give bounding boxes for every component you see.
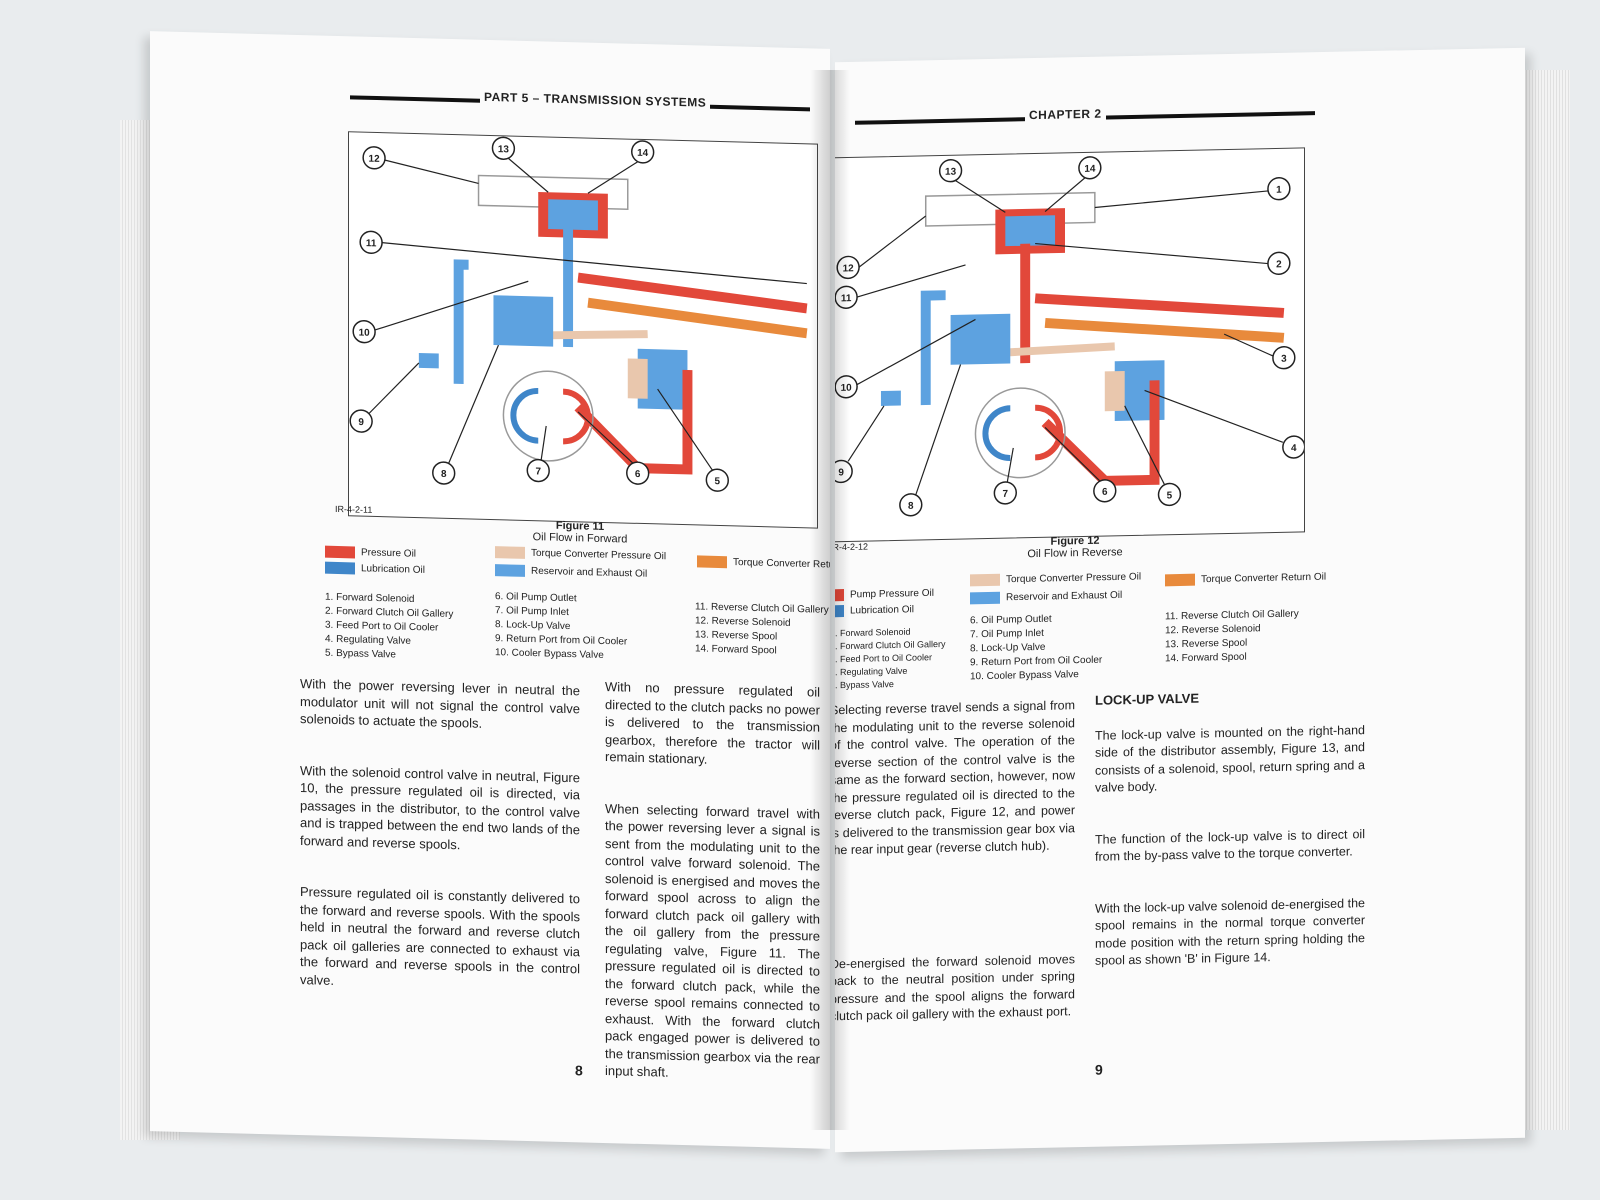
svg-text:4: 4: [1291, 443, 1297, 454]
paragraph: De-energised the forward solenoid moves …: [835, 951, 1075, 1024]
legend-item: Reservoir and Exhaust Oil: [495, 564, 647, 580]
svg-text:11: 11: [366, 238, 377, 249]
svg-text:10: 10: [359, 328, 371, 339]
left-text-column-2: With no pressure regulated oil directed …: [605, 678, 820, 1119]
left-text-column-1: With the power reversing lever in neutra…: [300, 675, 580, 1029]
paragraph: With the solenoid control valve in neutr…: [300, 762, 580, 852]
legend-swatch: [970, 591, 1000, 605]
svg-text:13: 13: [945, 167, 957, 178]
right-page: CHAPTER 2: [835, 47, 1525, 1153]
svg-text:7: 7: [535, 466, 541, 477]
legend-item: Torque Converter Return Oil: [1165, 571, 1326, 587]
paragraph: When selecting forward travel with the p…: [605, 800, 820, 1080]
svg-text:14: 14: [1084, 164, 1096, 175]
legend-swatch: [495, 564, 525, 577]
right-header-text: CHAPTER 2: [1025, 106, 1106, 123]
right-figure-caption: Figure 12 Oil Flow in Reverse: [975, 533, 1175, 561]
svg-text:12: 12: [843, 263, 855, 274]
paragraph: Pressure regulated oil is constantly del…: [300, 884, 580, 988]
svg-text:2: 2: [1276, 259, 1282, 270]
legend-swatch: [970, 573, 1000, 587]
left-page-number: 8: [575, 1062, 583, 1079]
svg-text:14: 14: [637, 148, 649, 159]
left-page-header: PART 5 – TRANSMISSION SYSTEMS: [350, 84, 810, 120]
svg-text:5: 5: [1167, 490, 1173, 501]
legend-item: Torque Converter Pressure Oil: [970, 571, 1141, 587]
svg-text:10: 10: [841, 383, 853, 394]
paragraph: With the power reversing lever in neutra…: [300, 676, 580, 731]
section-heading-lock-up-valve: LOCK-UP VALVE: [1095, 690, 1200, 708]
legend-item: Torque Converter Pressure Oil: [495, 546, 666, 562]
legend-swatch: [1165, 573, 1195, 587]
paragraph: With the lock-up valve solenoid de-energ…: [1095, 895, 1365, 968]
legend-swatch: [325, 561, 355, 575]
right-text-column-2: LOCK-UP VALVE The lock-up valve is mount…: [1095, 686, 1365, 1004]
svg-text:8: 8: [441, 469, 447, 480]
svg-text:8: 8: [908, 501, 914, 512]
left-page: PART 5 – TRANSMISSION SYSTEMS: [150, 31, 830, 1149]
legend-swatch: [325, 545, 355, 559]
svg-text:9: 9: [358, 417, 364, 428]
svg-text:9: 9: [838, 467, 844, 478]
svg-text:11: 11: [841, 293, 852, 304]
left-header-text: PART 5 – TRANSMISSION SYSTEMS: [480, 89, 711, 110]
left-figure-diagram: 12 13 14 11 10 9 8 7 6 5: [348, 131, 818, 529]
left-figure-caption: Figure 11 Oil Flow in Forward: [480, 518, 680, 547]
svg-text:1: 1: [1276, 185, 1282, 196]
paragraph: With no pressure regulated oil directed …: [605, 679, 820, 767]
svg-text:7: 7: [1003, 489, 1009, 500]
paragraph: The lock-up valve is mounted on the righ…: [1095, 722, 1365, 795]
paragraph: The function of the lock-up valve is to …: [1095, 826, 1365, 864]
paragraph: Selecting reverse travel sends a signal …: [835, 698, 1075, 858]
right-page-number: 9: [1095, 1061, 1103, 1078]
legend-swatch: [697, 555, 727, 569]
svg-text:12: 12: [369, 154, 381, 165]
svg-text:13: 13: [498, 144, 510, 155]
left-legend: Pressure Oil Lubrication Oil Torque Conv…: [325, 545, 830, 599]
oil-flow-forward-diagram: 12 13 14 11 10 9 8 7 6 5: [349, 136, 808, 492]
legend-item: Lubrication Oil: [325, 561, 425, 577]
legend-item: Pressure Oil: [325, 545, 416, 560]
right-page-header: CHAPTER 2: [855, 100, 1315, 134]
right-text-column-1: Selecting reverse travel sends a signal …: [835, 697, 1075, 1060]
legend-swatch: [495, 546, 525, 559]
legend-item: Reservoir and Exhaust Oil: [970, 589, 1122, 605]
svg-text:3: 3: [1281, 354, 1287, 365]
right-legend: Pump Pressure Oil Lubrication Oil Torque…: [835, 566, 1390, 618]
svg-text:6: 6: [1102, 487, 1108, 498]
left-figure-code: IR-4-2-11: [335, 503, 373, 515]
book-gutter: [810, 70, 850, 1130]
svg-text:6: 6: [635, 469, 641, 480]
svg-text:5: 5: [715, 476, 721, 487]
